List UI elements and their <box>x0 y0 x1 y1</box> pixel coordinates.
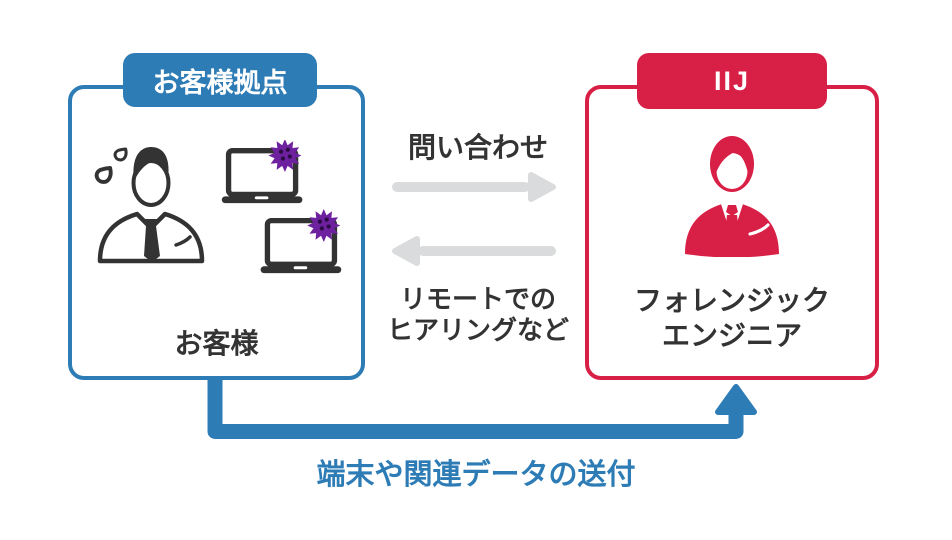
engineer-label: フォレンジック エンジニア <box>585 283 879 353</box>
remote-label: リモートでの ヒアリングなど <box>362 284 594 346</box>
infected-laptop-icon <box>221 140 303 204</box>
worried-customer-icon <box>94 147 205 264</box>
customer-label: お客様 <box>174 328 259 359</box>
engineer-label-line1: フォレンジック <box>633 285 830 316</box>
virus-icon <box>268 140 302 173</box>
arrow-left-icon <box>392 236 556 266</box>
iij-badge: IIJ <box>637 53 827 109</box>
infected-laptops-icon <box>221 140 342 274</box>
forensic-engineer-icon <box>685 136 779 257</box>
sweat-drops-icon <box>94 147 128 184</box>
remote-label-line1: リモートでの <box>399 284 556 314</box>
send-label: 端末や関連データの送付 <box>316 459 636 491</box>
engineer-label-line2: エンジニア <box>661 320 802 351</box>
virus-icon <box>307 208 341 242</box>
infected-laptop-icon <box>260 208 342 274</box>
remote-label-line2: ヒアリングなど <box>386 315 569 345</box>
arrow-right-icon <box>392 172 556 202</box>
inquiry-label: 問い合わせ <box>407 132 548 163</box>
customer-site-badge: お客様拠点 <box>123 53 317 107</box>
